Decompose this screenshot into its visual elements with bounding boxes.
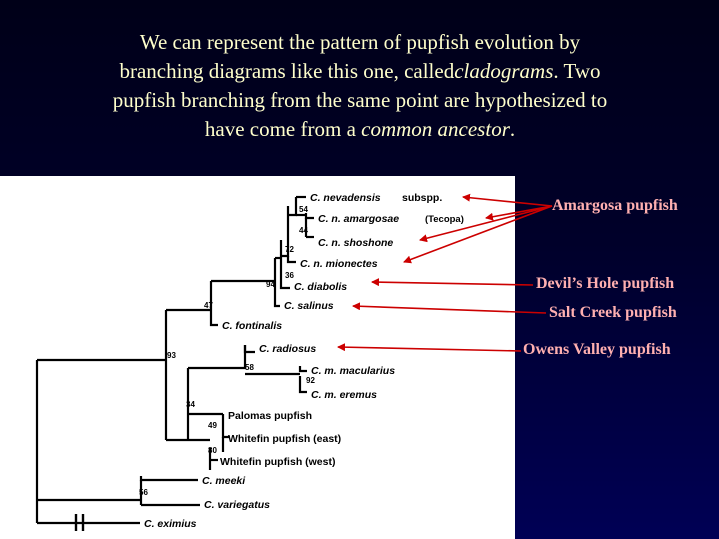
heading-line-4c: . [509,117,516,141]
label-amargosae-suffix: (Tecopa) [425,214,464,225]
branch-node-92 [298,376,307,394]
arrow-amargosa-nevadensis [462,193,553,207]
bootstrap-93: 93 [167,351,176,360]
bootstrap-49: 49 [208,421,217,430]
branch-radiosus [243,345,255,354]
heading-line-2c: . Two [553,59,601,83]
bootstrap-56: 56 [139,488,148,497]
bootstrap-44: 44 [299,226,308,235]
heading-line-4a: have come from a [204,117,362,141]
arrow-amargosa-shoshone [419,205,553,243]
label-palomas: Palomas pupfish [228,410,312,422]
label-salinus: C. salinus [284,300,334,312]
branch-node-58 [188,345,247,370]
heading-term-common-ancestor: common ancestor [361,117,510,141]
bootstrap-54: 54 [299,205,308,214]
label-fontinalis: C. fontinalis [222,320,282,332]
bootstrap-values: 54 44 72 36 94 47 93 58 92 34 49 80 56 [139,205,315,497]
bootstrap-72: 72 [285,245,294,254]
callout-devils-hole: Devil’s Hole pupfish [536,275,675,292]
branch-salinus [273,301,280,308]
arrow-salt-creek [352,302,547,314]
tree-branches [35,195,314,525]
heading-term-cladograms: cladograms [454,59,554,83]
branch-diabolis [279,283,290,290]
cladogram-panel [0,176,515,539]
bootstrap-80: 80 [208,446,217,455]
label-mionectes: C. n. mionectes [300,258,378,270]
label-eremus: C. m. eremus [311,389,377,401]
outgroup-break-marks [74,514,85,531]
label-radiosus: C. radiosus [259,343,316,355]
label-amargosae: C. n. amargosae [318,213,399,225]
label-meeki: C. meeki [202,475,246,487]
branch-macularius [298,366,307,373]
arrow-devils-hole [371,278,534,287]
label-whitefin-west: Whitefin pupfish (west) [220,456,336,468]
branch-node-56-upper [139,476,198,482]
heading-line-3: pupfish branching from the same point ar… [112,88,608,112]
label-diabolis: C. diabolis [294,281,347,293]
label-nevadensis-suffix: subspp. [402,192,442,204]
branch-node-47-stem [209,281,218,327]
heading-line-2a: branching diagrams like this one, called [119,59,455,83]
bootstrap-92: 92 [306,376,315,385]
tip-labels: C. nevadensis subspp. C. n. amargosae (T… [144,192,464,530]
bootstrap-58: 58 [245,363,254,372]
heading-line-4: have come from a common ancestor. [60,115,660,144]
label-variegatus: C. variegatus [204,499,270,511]
slide-heading: We can represent the pattern of pupfish … [60,28,660,144]
label-eximius: C. eximius [144,518,197,530]
label-shoshone: C. n. shoshone [318,237,393,249]
arrow-amargosa-amargosae [485,205,553,221]
bootstrap-34: 34 [186,400,195,409]
bootstrap-94: 94 [266,280,275,289]
bootstrap-47: 47 [204,301,213,310]
branch-nevadensis-group [288,197,298,217]
label-nevadensis: C. nevadensis [310,192,381,204]
heading-line-1: We can represent the pattern of pupfish … [139,30,581,54]
callout-salt-creek: Salt Creek pupfish [549,304,677,321]
callout-amargosa: Amargosa pupfish [552,197,678,214]
arrow-owens-valley [337,343,522,352]
branch-mionectes [286,256,296,264]
heading-line-2: branching diagrams like this one, called… [60,57,660,86]
callout-owens-valley: Owens Valley pupfish [523,341,671,358]
callout-arrows [337,193,553,352]
label-whitefin-east: Whitefin pupfish (east) [228,433,341,445]
arrow-amargosa-mionectes [403,205,553,264]
label-macularius: C. m. macularius [311,365,395,377]
bootstrap-36: 36 [285,271,294,280]
